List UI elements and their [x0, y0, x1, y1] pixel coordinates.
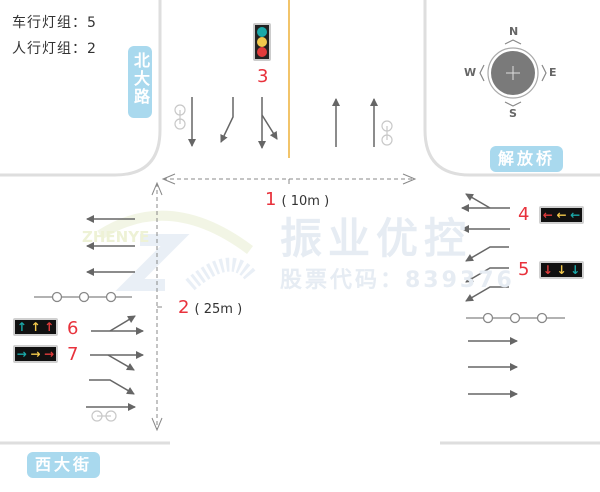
compass-icon: [479, 39, 547, 107]
lane-arrow-left: [465, 246, 509, 262]
measurement-distance: ( 10m ): [281, 194, 330, 209]
measurement-number: 1: [265, 189, 277, 210]
signal-group-5[interactable]: ↓ ↓ ↓: [539, 261, 584, 279]
watermark-logo: [97, 210, 256, 291]
watermark-brand: 振业优控: [280, 214, 473, 263]
bicycle-icon: [91, 410, 117, 422]
lane-arrow-left: [261, 114, 278, 140]
signal-group-6[interactable]: ↑ ↑ ↑: [13, 318, 58, 336]
watermark-logo-text: ZHENYE: [82, 228, 150, 246]
compass-north: N: [509, 25, 519, 38]
signal-group-4[interactable]: ← ← ←: [539, 206, 584, 224]
vehicle-signal-count: 车行灯组：5: [12, 15, 97, 31]
bicycle-icon: [381, 120, 393, 146]
right-arrow-icon: →: [16, 347, 27, 361]
lane-arrow-left: [465, 267, 509, 283]
signal-number-5: 5: [518, 259, 530, 280]
measurement-number: 2: [178, 297, 190, 318]
down-arrow-icon: ↓: [542, 263, 553, 277]
signal-number-6: 6: [67, 318, 79, 339]
lane-arrow-right: [220, 97, 234, 143]
compass-south: S: [509, 107, 517, 120]
traffic-light-3[interactable]: [253, 23, 271, 61]
down-arrow-icon: ↓: [570, 263, 581, 277]
lane-arrow-right: [107, 354, 135, 371]
road-label-north: 北大路: [128, 46, 152, 118]
compass-east: E: [549, 66, 557, 79]
up-arrow-icon: ↑: [44, 320, 55, 334]
compass-west: W: [464, 66, 477, 79]
curb-northwest: [0, 0, 162, 177]
signal-group-7[interactable]: → → →: [13, 345, 58, 363]
right-arrow-icon: →: [30, 347, 41, 361]
down-arrow-icon: ↓: [556, 263, 567, 277]
right-arrow-icon: →: [44, 347, 55, 361]
lane-arrow-left: [109, 315, 136, 332]
pedestrian-signal-count: 人行灯组：2: [12, 41, 97, 57]
watermark-stock: 股票代码：839376: [280, 268, 515, 293]
measurement-2: 2 ( 25m ): [178, 297, 242, 318]
up-arrow-icon: ↑: [16, 320, 27, 334]
left-arrow-icon: ←: [556, 208, 567, 222]
measurement-distance: ( 25m ): [194, 302, 243, 317]
lane-arrow-left: [465, 286, 509, 302]
road-label-west: 西大街: [27, 452, 101, 478]
signal-number-7: 7: [67, 344, 79, 365]
light-red: [257, 47, 267, 57]
signal-number-4: 4: [518, 204, 530, 225]
up-arrow-icon: ↑: [30, 320, 41, 334]
road-name-north: 北大路: [131, 52, 150, 106]
curb-northeast: [423, 0, 600, 177]
bicycle-icon: [174, 104, 186, 130]
lane-arrow-right: [89, 379, 135, 395]
signal-number-3: 3: [257, 66, 269, 87]
light-green: [257, 27, 267, 37]
left-arrow-icon: ←: [542, 208, 553, 222]
measurement-1: 1 ( 10m ): [265, 189, 329, 210]
light-yellow: [257, 37, 267, 47]
left-arrow-icon: ←: [570, 208, 581, 222]
crosswalk-west: [34, 291, 132, 303]
road-label-east: 解放桥: [490, 146, 564, 172]
lane-arrow-right: [465, 193, 491, 209]
crosswalk-east: [466, 312, 565, 324]
